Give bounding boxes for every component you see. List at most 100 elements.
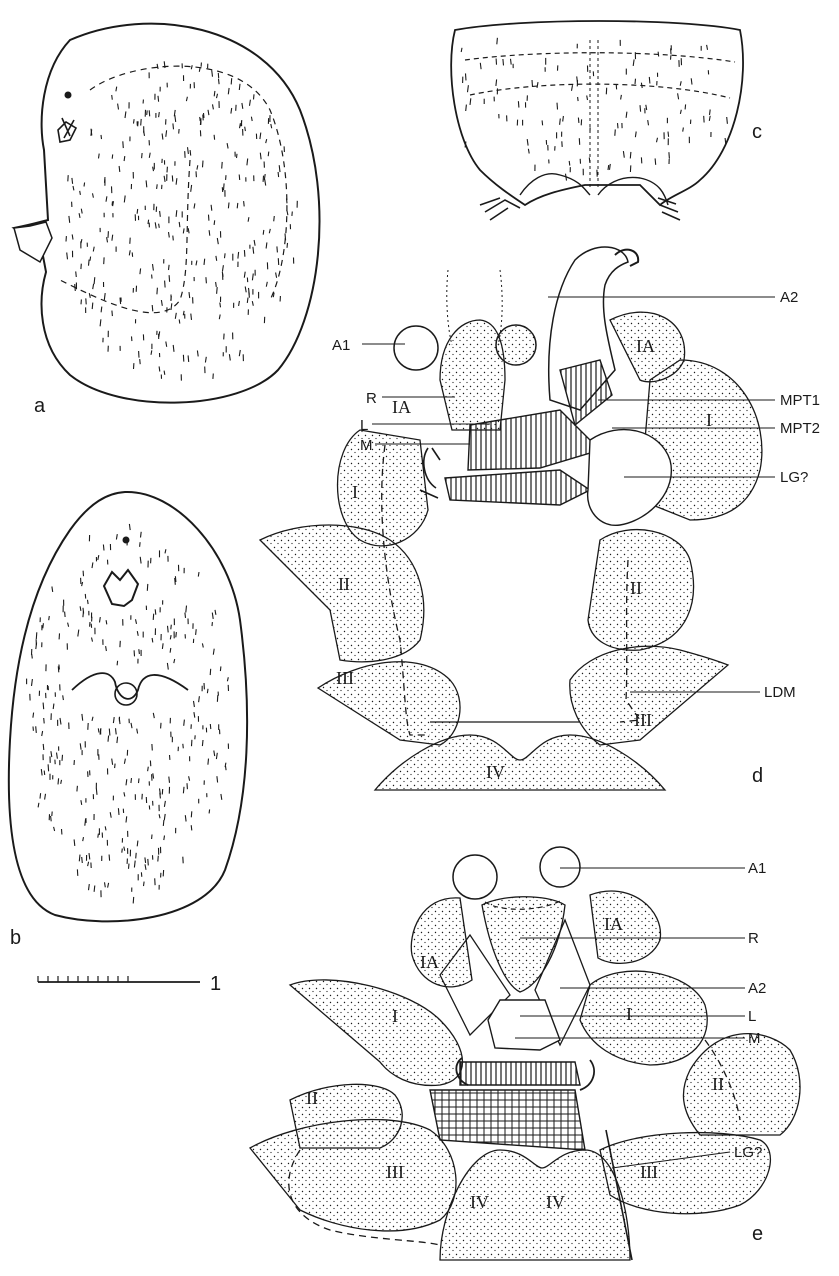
bristle-mark — [67, 253, 68, 260]
panel-d-label-R: R — [366, 390, 377, 407]
bristle-mark — [120, 298, 121, 305]
panel-e-seg-IA-left: IA — [420, 952, 439, 972]
bristle-mark — [104, 293, 105, 300]
bristle-mark — [110, 812, 111, 818]
bristle-mark — [92, 562, 93, 568]
panel-c-right-spines — [658, 198, 680, 220]
bristle-mark — [139, 778, 140, 783]
bristle-mark — [126, 816, 127, 822]
bristle-mark — [161, 300, 162, 306]
bristle-mark — [124, 196, 125, 203]
bristle-mark — [237, 203, 238, 208]
bristle-mark — [136, 619, 137, 624]
bristle-mark — [117, 661, 118, 666]
bristle-mark — [89, 853, 90, 859]
bristle-mark — [224, 183, 225, 190]
bristle-mark — [153, 614, 154, 620]
bristle-mark — [169, 265, 170, 270]
bristle-mark — [105, 826, 106, 830]
panel-e-seg-IV-right: IV — [546, 1192, 565, 1212]
bristle-mark — [186, 97, 187, 101]
bristle-mark — [527, 139, 528, 146]
bristle-mark — [175, 115, 176, 122]
panel-a-appendage — [14, 222, 52, 262]
bristle-mark — [190, 150, 191, 156]
bristle-mark — [116, 534, 117, 539]
bristle-mark — [685, 104, 686, 109]
bristle-mark — [141, 119, 142, 126]
panel-e-antennule-right — [540, 847, 580, 887]
bristle-mark — [287, 210, 288, 215]
panel-c-outline — [451, 21, 743, 205]
panel-e-lobe-II-right — [683, 1034, 800, 1135]
bristle-mark — [194, 712, 195, 718]
bristle-mark — [461, 48, 462, 52]
bristle-mark — [100, 617, 101, 622]
bristle-mark — [205, 357, 206, 363]
bristle-mark — [244, 250, 245, 257]
panel-b-mouth-opening — [104, 570, 138, 606]
bristle-mark — [148, 859, 149, 866]
bristle-mark — [238, 252, 239, 259]
bristle-mark — [118, 808, 119, 815]
bristle-mark — [77, 786, 78, 792]
bristle-mark — [82, 714, 83, 721]
bristle-mark — [137, 209, 138, 214]
bristle-mark — [164, 814, 165, 820]
bristle-mark — [186, 606, 187, 613]
bristle-mark — [105, 882, 106, 887]
bristle-mark — [171, 296, 172, 301]
bristle-mark — [116, 87, 117, 92]
panel-a-eye — [65, 92, 72, 99]
bristle-mark — [73, 186, 74, 190]
bristle-mark — [148, 767, 149, 772]
bristle-mark — [470, 98, 471, 105]
bristle-mark — [578, 97, 579, 101]
bristle-mark — [93, 247, 94, 252]
bristle-mark — [160, 211, 161, 217]
bristle-mark — [669, 152, 670, 159]
bristle-mark — [183, 228, 184, 233]
bristle-mark — [196, 629, 197, 635]
bristle-mark — [265, 179, 266, 185]
bristle-mark — [189, 776, 190, 781]
bristle-mark — [153, 264, 154, 271]
bristle-mark — [162, 643, 163, 649]
panel-d-label-A2: A2 — [780, 289, 798, 306]
bristle-mark — [169, 275, 170, 282]
bristle-mark — [115, 764, 116, 769]
bristle-mark — [253, 247, 254, 254]
panel-b-body-outline — [9, 492, 247, 921]
bristle-mark — [83, 837, 84, 841]
bristle-mark — [106, 196, 107, 201]
bristle-mark — [646, 105, 647, 110]
panel-e-drawing: A1 R A2 L M LG? IA IA I I II II III III … — [250, 847, 800, 1260]
bristle-mark — [209, 230, 210, 236]
panel-b-letter: b — [10, 927, 21, 949]
panel-d-antennule-left — [394, 326, 438, 370]
bristle-mark — [103, 545, 104, 551]
bristle-mark — [65, 612, 66, 617]
bristle-mark — [124, 847, 125, 851]
bristle-mark — [53, 704, 54, 709]
bristle-mark — [171, 625, 172, 630]
bristle-mark — [109, 729, 110, 736]
bristle-mark — [89, 293, 90, 298]
panel-a-drawing: a — [14, 24, 320, 417]
bristle-mark — [118, 104, 119, 110]
bristle-mark — [93, 193, 94, 197]
panel-d-seg-I-right: I — [706, 410, 712, 430]
bristle-mark — [231, 78, 232, 84]
bristle-mark — [263, 230, 264, 235]
bristle-mark — [608, 165, 609, 170]
bristle-mark — [68, 623, 69, 627]
bristle-mark — [44, 718, 45, 723]
bristle-mark — [36, 632, 37, 639]
bristle-mark — [43, 744, 44, 750]
bristle-mark — [254, 240, 255, 246]
panel-e-seg-IV-left: IV — [470, 1192, 489, 1212]
bristle-mark — [252, 274, 253, 281]
bristle-mark — [252, 301, 253, 306]
panel-e-labrum — [488, 1000, 560, 1050]
bristle-mark — [106, 646, 107, 651]
